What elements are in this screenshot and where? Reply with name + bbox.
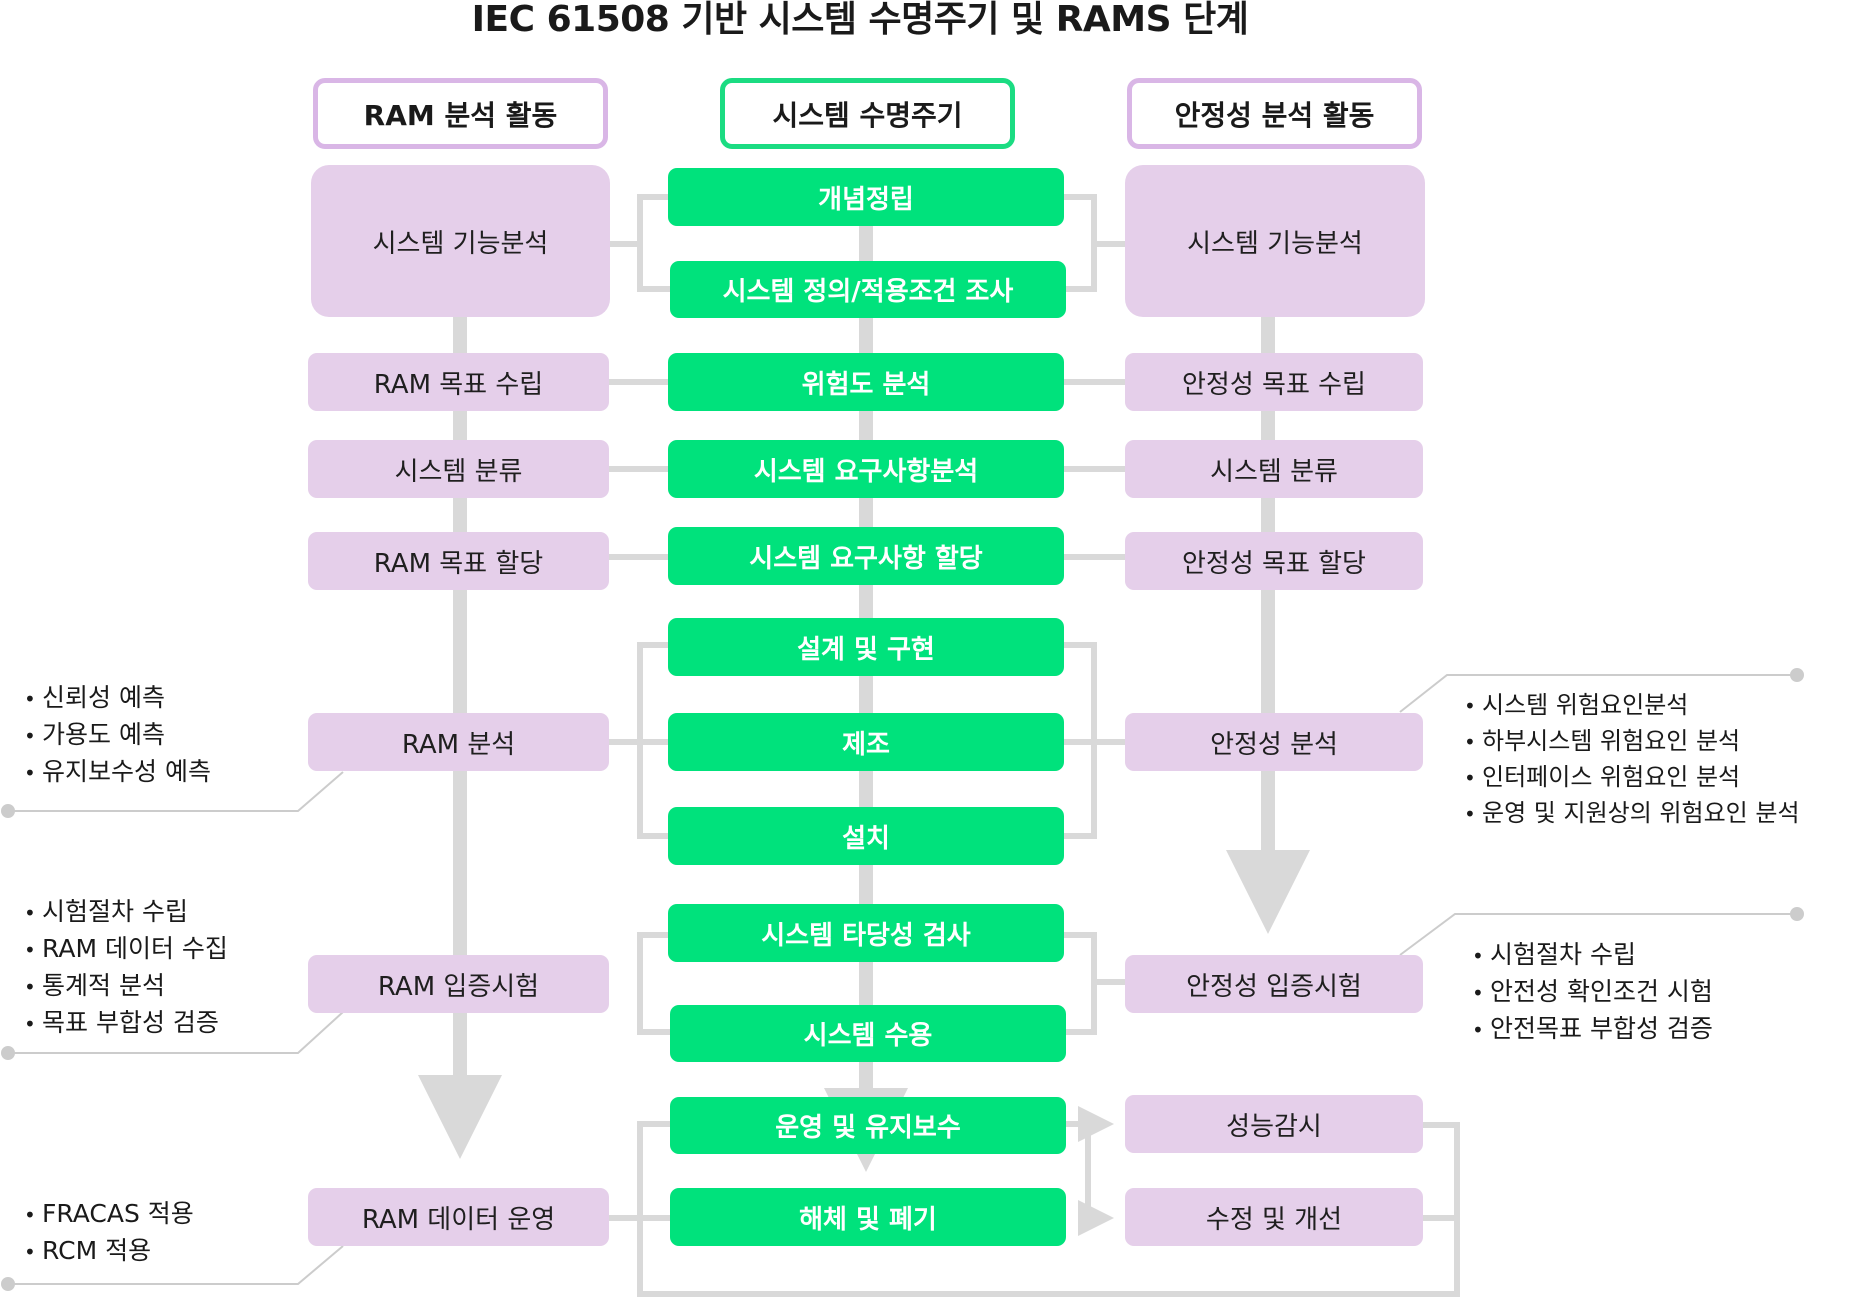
lifecycle-system-definition: 시스템 정의/적용조건 조사 <box>670 261 1066 318</box>
ram-analysis-notes: 신뢰성 예측 가용도 예측 유지보수성 예측 <box>24 680 211 791</box>
note-item: RAM 데이터 수집 <box>24 931 228 968</box>
safety-analysis-notes: 시스템 위험요인분석 하부시스템 위험요인 분석 인터페이스 위험요인 분석 운… <box>1464 688 1800 832</box>
ram-verify-notes: 시험절차 수립 RAM 데이터 수집 통계적 분석 목표 부합성 검증 <box>24 894 228 1042</box>
note-item: 하부시스템 위험요인 분석 <box>1464 724 1800 760</box>
ram-verification-test: RAM 입증시험 <box>308 955 609 1013</box>
note-item: 안전목표 부합성 검증 <box>1472 1011 1713 1048</box>
safety-system-function-analysis: 시스템 기능분석 <box>1125 165 1425 317</box>
ram-data-operation: RAM 데이터 운영 <box>308 1188 609 1246</box>
note-item: FRACAS 적용 <box>24 1196 194 1233</box>
lifecycle-validation: 시스템 타당성 검사 <box>668 904 1064 962</box>
safety-analysis: 안정성 분석 <box>1125 713 1423 771</box>
note-item: 통계적 분석 <box>24 968 228 1005</box>
safety-target-setting: 안정성 목표 수립 <box>1125 353 1423 411</box>
note-item: 안전성 확인조건 시험 <box>1472 974 1713 1011</box>
header-safety-analysis: 안정성 분석 활동 <box>1127 78 1422 149</box>
ram-target-setting: RAM 목표 수립 <box>308 353 609 411</box>
ram-system-classification: 시스템 분류 <box>308 440 609 498</box>
header-system-lifecycle: 시스템 수명주기 <box>720 78 1015 149</box>
safety-verification-test: 안정성 입증시험 <box>1125 955 1423 1013</box>
safety-correction-improvement: 수정 및 개선 <box>1125 1188 1423 1246</box>
operate-branch-arrows <box>1066 1106 1114 1236</box>
note-item: 시험절차 수립 <box>1472 937 1713 974</box>
ram-target-allocation: RAM 목표 할당 <box>308 532 609 590</box>
note-pointer-lines <box>1 668 1804 1291</box>
note-item: 가용도 예측 <box>24 717 211 754</box>
lifecycle-decommissioning: 해체 및 폐기 <box>670 1188 1066 1246</box>
note-item: 시험절차 수립 <box>24 894 228 931</box>
lifecycle-manufacturing: 제조 <box>668 713 1064 771</box>
ram-system-function-analysis: 시스템 기능분석 <box>311 165 610 317</box>
lifecycle-design-implementation: 설계 및 구현 <box>668 618 1064 676</box>
lifecycle-requirements-allocation: 시스템 요구사항 할당 <box>668 527 1064 585</box>
lifecycle-installation: 설치 <box>668 807 1064 865</box>
note-item: 인터페이스 위험요인 분석 <box>1464 760 1800 796</box>
header-ram-analysis: RAM 분석 활동 <box>313 78 608 149</box>
safety-system-classification: 시스템 분류 <box>1125 440 1423 498</box>
note-item: 목표 부합성 검증 <box>24 1005 228 1042</box>
bracket-links <box>609 194 1460 1297</box>
safety-target-allocation: 안정성 목표 할당 <box>1125 532 1423 590</box>
note-item: 운영 및 지원상의 위험요인 분석 <box>1464 796 1800 832</box>
lifecycle-hazard-analysis: 위험도 분석 <box>668 353 1064 411</box>
lifecycle-acceptance: 시스템 수용 <box>670 1005 1066 1062</box>
lifecycle-requirements-analysis: 시스템 요구사항분석 <box>668 440 1064 498</box>
note-item: 유지보수성 예측 <box>24 754 211 791</box>
lifecycle-concept: 개념정립 <box>668 168 1064 226</box>
lifecycle-operation-maintenance: 운영 및 유지보수 <box>670 1097 1066 1154</box>
safety-verify-notes: 시험절차 수립 안전성 확인조건 시험 안전목표 부합성 검증 <box>1472 937 1713 1048</box>
safety-performance-monitoring: 성능감시 <box>1125 1095 1423 1153</box>
note-item: 신뢰성 예측 <box>24 680 211 717</box>
ram-data-notes: FRACAS 적용 RCM 적용 <box>24 1196 194 1270</box>
diagram-title: IEC 61508 기반 시스템 수명주기 및 RAMS 단계 <box>471 0 1249 40</box>
ram-analysis: RAM 분석 <box>308 713 609 771</box>
note-item: RCM 적용 <box>24 1233 194 1270</box>
note-item: 시스템 위험요인분석 <box>1464 688 1800 724</box>
